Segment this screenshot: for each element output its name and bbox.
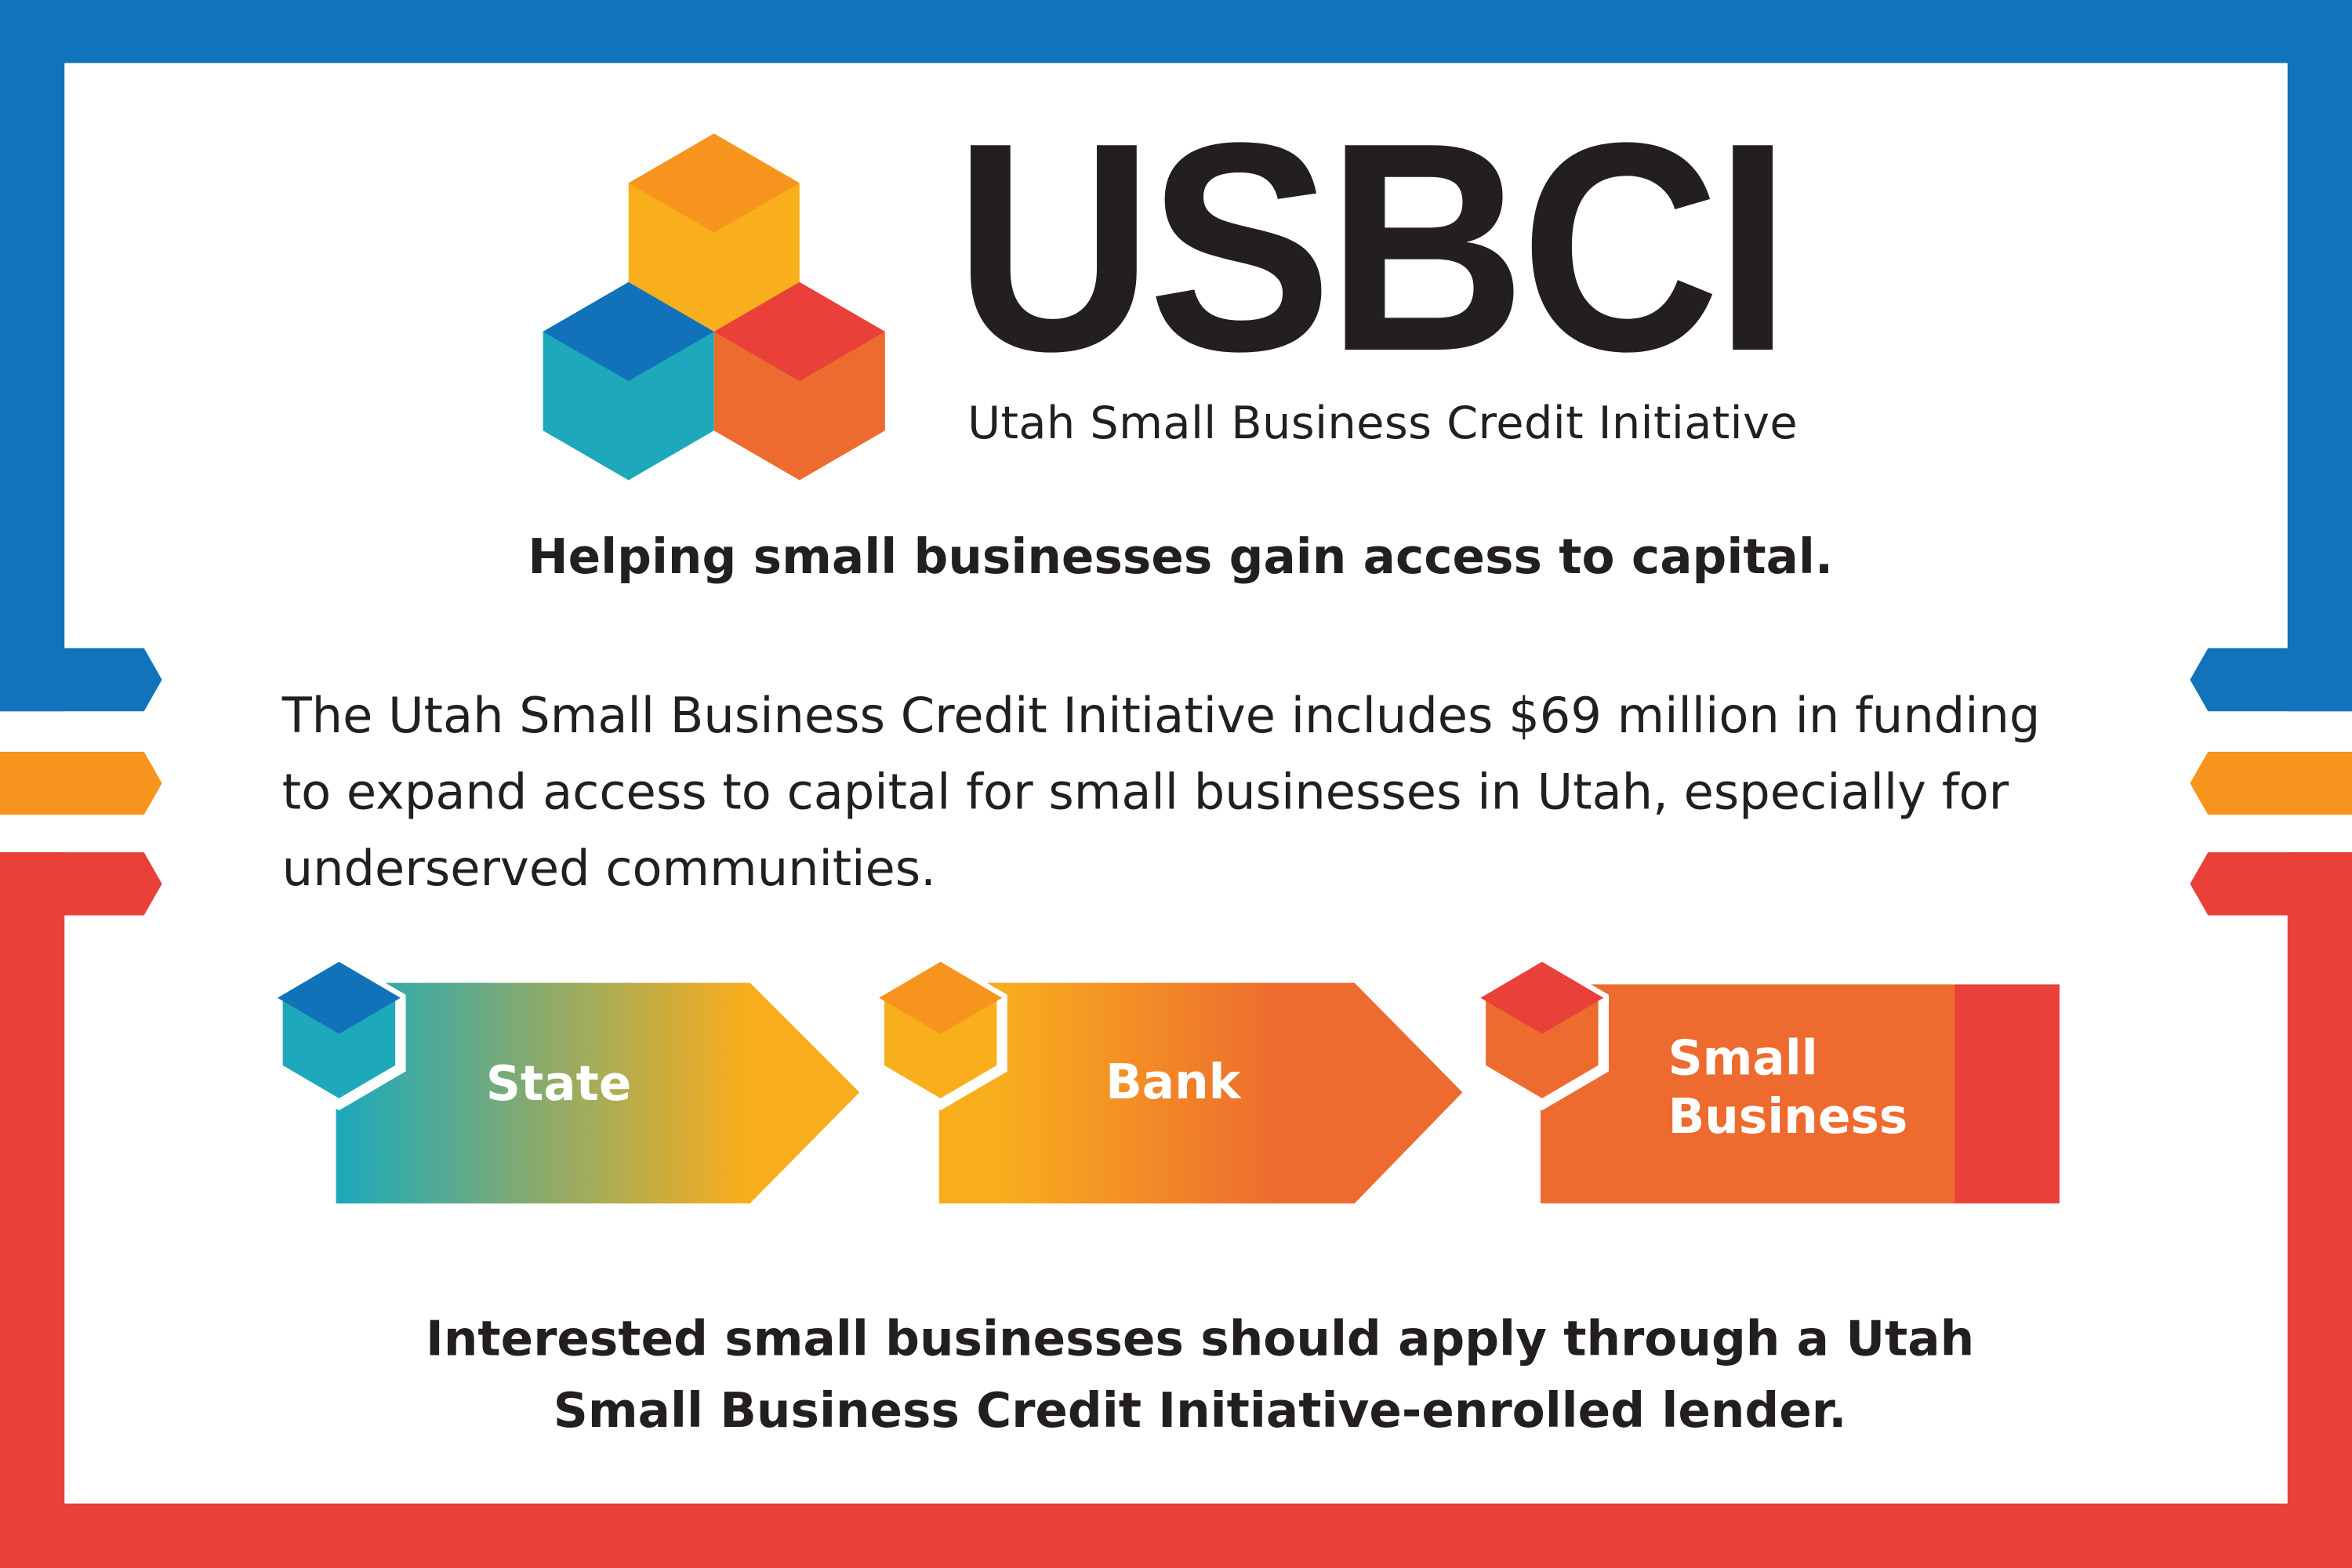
description-line: The Utah Small Business Credit Initiativ… xyxy=(281,687,2041,745)
frame-bottom-red xyxy=(0,1503,2352,1568)
description: The Utah Small Business Credit Initiativ… xyxy=(282,678,2097,908)
frame-right-red xyxy=(2287,852,2352,1568)
left-orange-arrow xyxy=(0,751,162,815)
small-business-cube-icon xyxy=(1475,956,1610,1111)
frame-right-blue xyxy=(2287,0,2352,712)
frame-top-blue xyxy=(0,0,2352,64)
state-label: State xyxy=(485,1054,632,1112)
bank-label: Bank xyxy=(1105,1053,1241,1111)
frame-left-blue xyxy=(0,0,65,712)
left-blue-arrow xyxy=(0,648,162,712)
logo-cubes-icon xyxy=(543,133,885,481)
frame-left-red xyxy=(0,852,65,1568)
call-to-action-line: Small Business Credit Initiative-enrolle… xyxy=(553,1381,1847,1439)
right-blue-arrow xyxy=(2190,648,2352,712)
logo-title: USBCI xyxy=(953,81,1791,413)
bank-arrow-shape xyxy=(938,982,1463,1203)
logo-subtitle: Utah Small Business Credit Initiative xyxy=(967,397,1798,451)
state-cube-icon xyxy=(272,956,406,1111)
small-business-red-strip xyxy=(1955,984,2060,1203)
description-line: underserved communities. xyxy=(281,840,936,898)
call-to-action: Interested small businesses should apply… xyxy=(0,1302,2352,1446)
description-line: to expand access to capital for small bu… xyxy=(281,764,2009,821)
small-business-label-line2: Business xyxy=(1668,1087,1908,1145)
tagline: Helping small businesses gain access to … xyxy=(528,528,1834,586)
small-business-box xyxy=(1540,984,1955,1203)
state-arrow-shape xyxy=(336,982,860,1203)
bank-cube-icon xyxy=(873,956,1007,1111)
small-business-label-line1: Small xyxy=(1668,1029,1818,1087)
call-to-action-line: Interested small businesses should apply… xyxy=(426,1309,1975,1367)
right-orange-arrow xyxy=(2190,751,2352,815)
